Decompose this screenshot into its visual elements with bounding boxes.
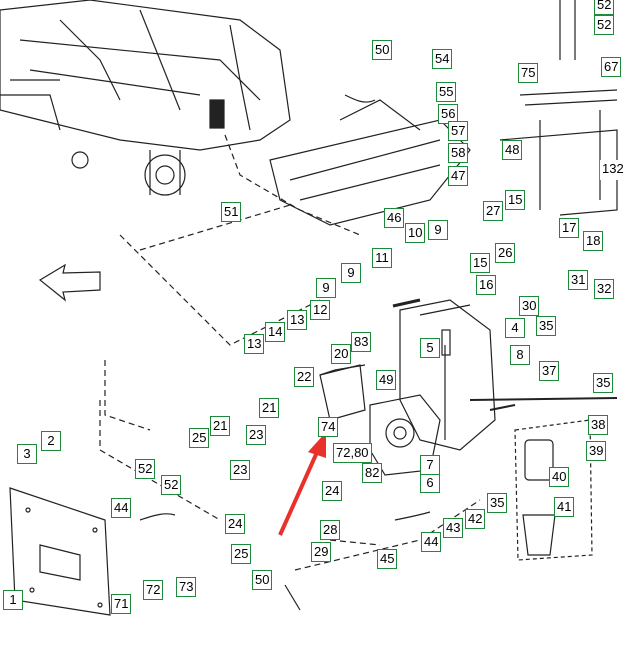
callout-32: 32 [594,279,615,299]
cover-plate [9,487,111,616]
callout-52a: 52 [135,459,156,479]
callout-43: 43 [443,518,464,538]
hose-bottom [139,513,176,521]
callout-73: 73 [176,577,197,597]
callout-13a: 13 [244,334,265,354]
frame [499,0,618,216]
callout-7: 7 [420,455,440,475]
red-pointer-arrow [278,432,326,536]
valve-block [319,364,366,421]
callout-21a: 21 [259,398,280,418]
hose-top [344,94,376,103]
callout-75: 75 [518,63,539,83]
callout-12: 12 [310,300,331,320]
callout-72-80: 72,80 [333,443,372,463]
callout-10: 10 [405,223,426,243]
callout-5: 5 [420,338,440,358]
callout-6: 6 [420,473,440,493]
callout-39: 39 [586,441,607,461]
callout-50a: 50 [372,40,393,60]
callout-17: 17 [559,218,580,238]
callout-74: 74 [318,417,339,437]
callout-38: 38 [588,415,609,435]
callout-51: 51 [221,202,242,222]
callout-24a: 24 [322,481,343,501]
callout-45: 45 [377,549,398,569]
callout-41: 41 [554,497,575,517]
filter-element [522,439,556,556]
callout-4: 4 [505,318,525,338]
callout-82: 82 [362,463,383,483]
hose-small [284,584,301,611]
callout-20: 20 [331,344,352,364]
callout-67: 67 [601,57,622,77]
callout-25b: 25 [231,544,252,564]
callout-35b: 35 [593,373,614,393]
callout-57: 57 [448,121,469,141]
callout-16: 16 [476,275,497,295]
callout-55: 55 [436,82,457,102]
callout-9a: 9 [316,278,336,298]
callout-71: 71 [111,594,132,614]
callout-72a: 72 [143,580,164,600]
callout-21b: 21 [210,416,231,436]
callout-44b: 44 [421,532,442,552]
callout-8: 8 [510,345,530,365]
callout-24b: 24 [225,514,246,534]
callout-27: 27 [483,201,504,221]
callout-1: 1 [3,590,23,610]
callout-26: 26 [495,243,516,263]
callout-35a: 35 [536,316,557,336]
callout-50b: 50 [252,570,273,590]
callout-9b: 9 [341,263,361,283]
callout-52d: 52 [594,0,615,15]
filter-outline [514,419,593,561]
callout-23b: 23 [230,460,251,480]
callout-58: 58 [448,143,469,163]
callout-35c: 35 [487,493,508,513]
callout-18: 18 [583,231,604,251]
callout-48: 48 [502,140,523,160]
callout-54: 54 [432,49,453,69]
callout-83: 83 [351,332,372,352]
callout-28: 28 [320,520,341,540]
callout-30: 30 [519,296,540,316]
callout-22: 22 [294,367,315,387]
callout-13b: 13 [287,310,308,330]
callout-40: 40 [549,467,570,487]
callout-15a: 15 [505,190,526,210]
callout-25a: 25 [189,428,210,448]
direction-arrow [38,263,101,302]
callout-44a: 44 [111,498,132,518]
callout-31: 31 [568,270,589,290]
callout-47: 47 [448,166,469,186]
callout-29: 29 [311,542,332,562]
callout-3: 3 [17,444,37,464]
callout-42: 42 [465,509,486,529]
machine-illustration [0,0,291,196]
hydraulic-tank [399,299,496,451]
callout-15b: 15 [470,253,491,273]
callout-52b: 52 [161,475,182,495]
callout-23a: 23 [246,425,267,445]
callout-49: 49 [376,370,397,390]
callout-56: 56 [438,104,459,124]
callout-11: 11 [372,248,392,268]
callout-132: 132 [600,160,626,180]
callout-9c: 9 [428,220,448,240]
callout-14: 14 [265,322,286,342]
callout-46: 46 [384,208,405,228]
callout-2: 2 [41,431,61,451]
callout-52c: 52 [594,15,615,35]
callout-37: 37 [539,361,560,381]
